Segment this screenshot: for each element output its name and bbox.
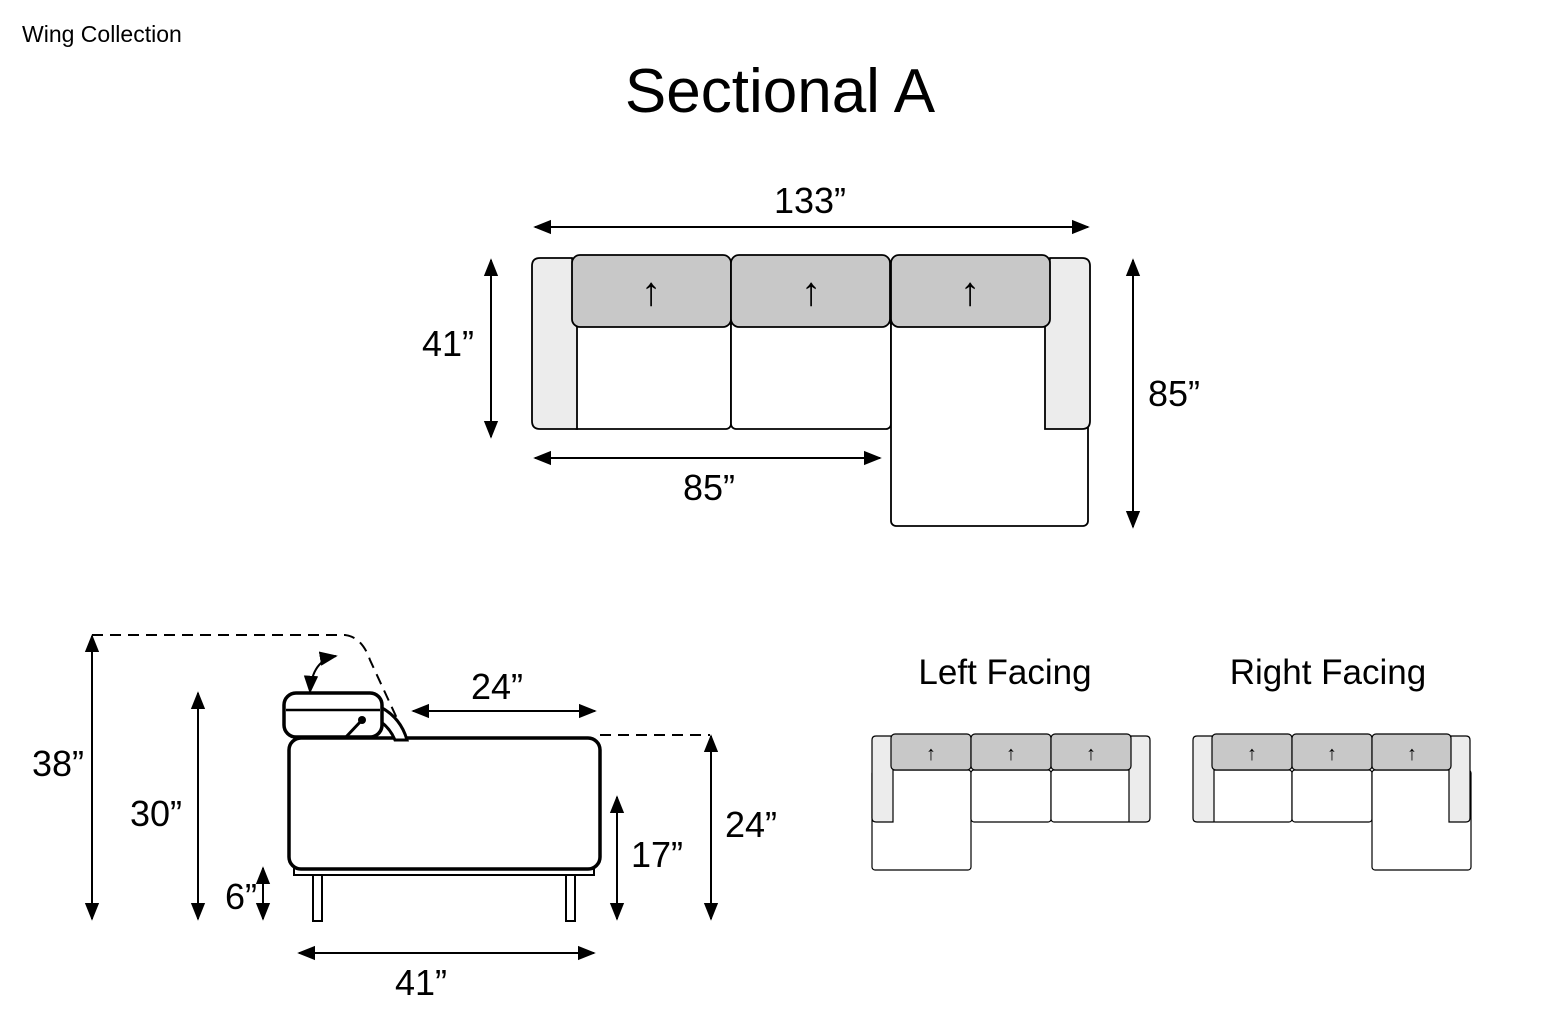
sofa-body <box>287 736 602 871</box>
left-variant-arm-left <box>871 735 894 823</box>
seat-2 <box>730 319 892 430</box>
back-cushion-2 <box>730 254 891 328</box>
left-arm <box>531 257 578 430</box>
right-variant-arm-left <box>1192 735 1215 823</box>
arrow-up-icon: ↑ <box>1407 743 1417 765</box>
arrow-up-icon: ↑ <box>1327 743 1337 765</box>
overall-width-label: 133” <box>774 180 846 221</box>
right-back-3 <box>1371 733 1452 771</box>
seat-1 <box>571 319 732 430</box>
left-variant-arm-right <box>1128 735 1151 823</box>
arrow-up-icon: ↑ <box>1086 743 1096 765</box>
total-height-label: 38” <box>32 743 84 784</box>
hinge-pin <box>358 716 366 724</box>
right-variant-arm-right <box>1448 735 1471 823</box>
back-height-label: 30” <box>130 793 182 834</box>
left-seat-3 <box>1050 769 1132 823</box>
seat-height-label: 17” <box>631 834 683 875</box>
side-view: 38” 30” 6” 24” 17” 24” 41” <box>32 634 777 1003</box>
arrow-up-icon: ↑ <box>1247 743 1257 765</box>
arrow-up-icon: ↑ <box>1006 743 1016 765</box>
left-seat-2 <box>970 769 1052 823</box>
headrest-hinge <box>343 718 364 740</box>
top-view: 133” 41” 85” 85” ↑ ↑ ↑ <box>422 180 1200 529</box>
headrest-adjust-icon <box>303 651 338 694</box>
right-facing-variant: Right Facing ↑ ↑ ↑ <box>1192 653 1472 871</box>
right-seat-1 <box>1211 769 1293 823</box>
back-leg <box>565 872 576 922</box>
arrow-up-icon: ↑ <box>641 270 661 314</box>
section-length-label: 85” <box>683 467 735 508</box>
depth-label: 41” <box>422 323 474 364</box>
side-depth-label: 41” <box>395 962 447 1003</box>
left-facing-variant: Left Facing ↑ ↑ ↑ <box>871 653 1151 871</box>
right-facing-label: Right Facing <box>1230 653 1426 692</box>
front-leg <box>312 872 323 922</box>
extended-headrest-outline <box>92 634 600 798</box>
arrow-up-icon: ↑ <box>801 270 821 314</box>
arrow-up-icon: ↑ <box>960 270 980 314</box>
brand-label: Wing Collection <box>22 21 182 47</box>
headrest <box>282 691 384 739</box>
left-back-3 <box>1050 733 1132 771</box>
right-seat-2 <box>1291 769 1373 823</box>
seat-depth-label: 24” <box>471 666 523 707</box>
left-facing-label: Left Facing <box>918 653 1091 692</box>
page-title: Sectional A <box>624 57 936 126</box>
arrow-up-icon: ↑ <box>926 743 936 765</box>
leg-height-label: 6” <box>225 876 257 917</box>
chaise-length-label: 85” <box>1148 373 1200 414</box>
arm-height-label: 24” <box>725 804 777 845</box>
back-cushion-3 <box>890 254 1051 328</box>
right-arm <box>1044 257 1091 430</box>
